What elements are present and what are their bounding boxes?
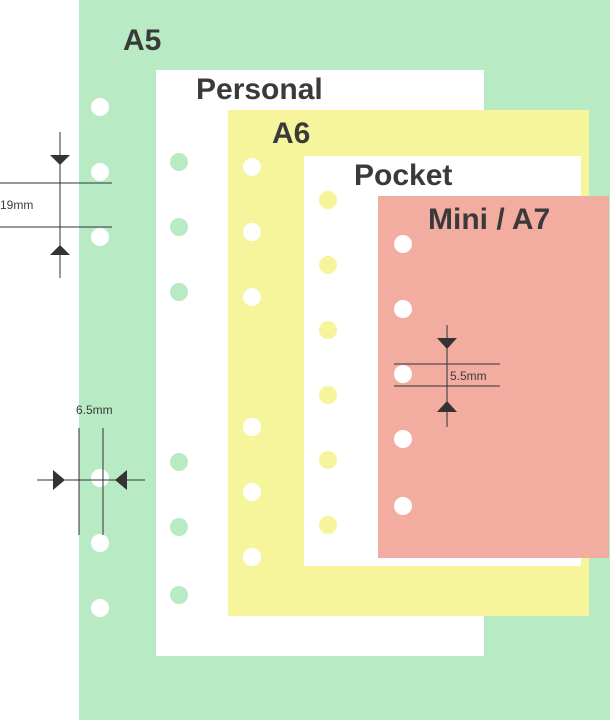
binder-hole — [394, 430, 412, 448]
dimension-hole-spacing-small — [394, 325, 500, 427]
arrow-up-icon — [50, 245, 70, 255]
arrow-down-icon — [50, 155, 70, 165]
arrow-left-icon — [115, 470, 127, 490]
binder-hole — [243, 548, 261, 566]
binder-hole — [394, 235, 412, 253]
arrow-up-icon — [437, 401, 457, 412]
binder-hole — [91, 469, 109, 487]
dimension-hole-diameter — [37, 428, 145, 535]
binder-hole — [319, 256, 337, 274]
binder-hole — [91, 163, 109, 181]
binder-hole — [91, 228, 109, 246]
dimension-label-5-5mm: 5.5mm — [450, 369, 487, 383]
sheet-mini: Mini / A7 — [378, 196, 609, 558]
binder-hole — [243, 158, 261, 176]
sheet-label-personal: Personal — [196, 73, 323, 106]
binder-hole — [319, 386, 337, 404]
binder-hole — [243, 288, 261, 306]
binder-hole — [91, 534, 109, 552]
binder-hole — [170, 153, 188, 171]
sheet-label-mini: Mini / A7 — [428, 203, 551, 236]
dimension-hole-spacing-large — [0, 132, 112, 278]
binder-hole — [243, 483, 261, 501]
sheet-label-pocket: Pocket — [354, 159, 453, 192]
binder-hole — [91, 599, 109, 617]
binder-hole — [319, 451, 337, 469]
binder-hole — [243, 223, 261, 241]
binder-hole — [170, 518, 188, 536]
binder-hole — [394, 365, 412, 383]
binder-hole — [91, 98, 109, 116]
binder-hole — [170, 586, 188, 604]
arrow-down-icon — [437, 338, 457, 349]
binder-hole — [319, 516, 337, 534]
sheet-label-a5: A5 — [123, 24, 162, 57]
binder-hole — [243, 418, 261, 436]
dimension-label-19mm: 19mm — [0, 198, 34, 212]
dimension-label-6-5mm: 6.5mm — [76, 403, 113, 417]
binder-hole — [170, 453, 188, 471]
binder-hole — [170, 283, 188, 301]
arrow-right-icon — [53, 470, 65, 490]
binder-hole — [319, 321, 337, 339]
binder-hole — [319, 191, 337, 209]
binder-hole — [170, 218, 188, 236]
binder-hole — [394, 497, 412, 515]
sheet-label-a6: A6 — [272, 117, 311, 150]
binder-hole — [394, 300, 412, 318]
